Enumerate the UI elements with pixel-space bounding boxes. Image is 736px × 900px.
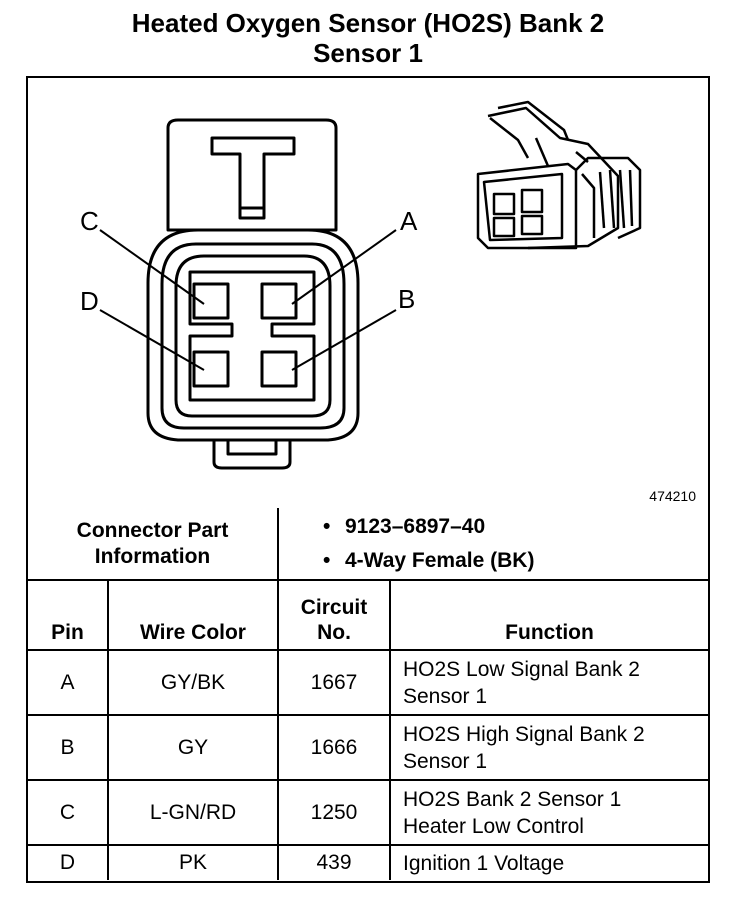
function-cell: HO2S Low Signal Bank 2 Sensor 1: [389, 649, 708, 716]
connector-latch-housing: [166, 118, 338, 232]
connector-type: •4-Way Female (BK): [323, 548, 535, 572]
table-header-row: Pin Wire Color Circuit No. Function: [28, 579, 708, 651]
connector-info-label: Connector Part Information: [28, 508, 279, 581]
connector-bottom-tab: [212, 440, 292, 470]
page-title: Heated Oxygen Sensor (HO2S) Bank 2 Senso…: [0, 8, 736, 68]
connector-latch-tab: [210, 136, 296, 210]
pin-cell: A: [28, 649, 109, 716]
table-row: B GY 1666 HO2S High Signal Bank 2 Sensor…: [28, 714, 708, 781]
connector-cavity: [188, 270, 316, 402]
header-pin: Pin: [28, 579, 109, 651]
pin-label-c: C: [80, 206, 99, 236]
function-cell: HO2S High Signal Bank 2 Sensor 1: [389, 714, 708, 781]
connector-3d-view: [476, 100, 642, 250]
connector-part-number: •9123–6897–40: [323, 514, 486, 538]
function-cell: Ignition 1 Voltage: [389, 844, 708, 880]
pin-label-d: D: [80, 286, 99, 316]
pin-d-cavity: [192, 350, 230, 388]
wire-color-cell: GY: [107, 714, 279, 781]
header-function: Function: [389, 579, 708, 651]
document-frame: A B C D 474210: [26, 76, 710, 883]
pin-b-cavity: [260, 350, 298, 388]
circuit-cell: 1667: [277, 649, 391, 716]
figure-number: 474210: [649, 488, 696, 504]
connector-diagram: A B C D: [80, 100, 642, 470]
table-row: C L-GN/RD 1250 HO2S Bank 2 Sensor 1 Heat…: [28, 779, 708, 846]
pin-label-b: B: [398, 284, 415, 314]
pin-cell: C: [28, 779, 109, 846]
wire-color-cell: GY/BK: [107, 649, 279, 716]
circuit-cell: 1250: [277, 779, 391, 846]
header-circuit: Circuit No.: [277, 579, 391, 651]
connector-info-row: Connector Part Information •9123–6897–40…: [28, 508, 708, 581]
header-wire-color: Wire Color: [107, 579, 279, 651]
table-row: D PK 439 Ignition 1 Voltage: [28, 844, 708, 880]
table-row: A GY/BK 1667 HO2S Low Signal Bank 2 Sens…: [28, 649, 708, 716]
pin-label-a: A: [400, 206, 418, 236]
title-line-2: Sensor 1: [313, 38, 423, 68]
connector-pinout-table: Connector Part Information •9123–6897–40…: [28, 508, 708, 880]
wire-color-cell: L-GN/RD: [107, 779, 279, 846]
title-line-1: Heated Oxygen Sensor (HO2S) Bank 2: [131, 8, 605, 38]
pin-a-cavity: [260, 282, 298, 320]
pin-cell: B: [28, 714, 109, 781]
connector-info-list: •9123–6897–40 •4-Way Female (BK): [277, 508, 708, 581]
pin-c-cavity: [192, 282, 230, 320]
connector-outer-body: [146, 228, 360, 442]
circuit-cell: 439: [277, 844, 391, 880]
wire-color-cell: PK: [107, 844, 279, 880]
pin-cell: D: [28, 844, 109, 880]
function-cell: HO2S Bank 2 Sensor 1 Heater Low Control: [389, 779, 708, 846]
circuit-cell: 1666: [277, 714, 391, 781]
